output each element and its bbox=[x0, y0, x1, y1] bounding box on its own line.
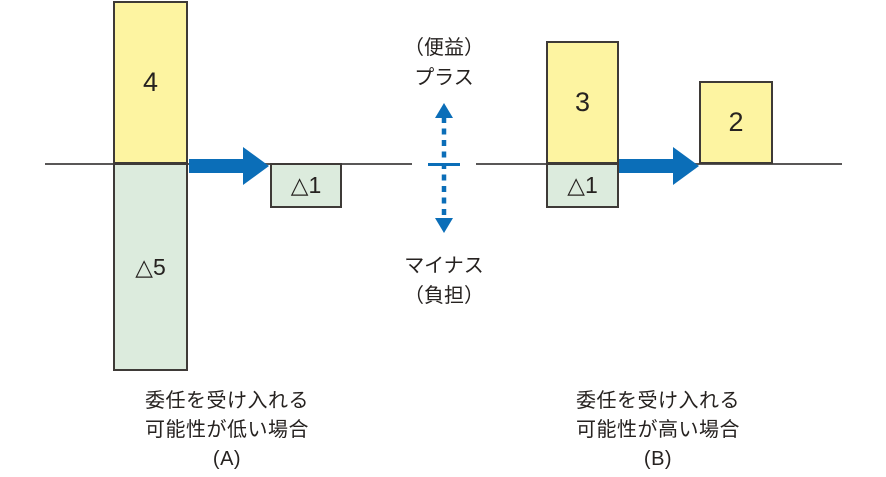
bar-b-before-burden: △1 bbox=[546, 163, 619, 208]
caption-a-line1: 委任を受け入れる bbox=[145, 390, 309, 412]
right-arrow-icon bbox=[189, 147, 269, 185]
right-arrow-icon bbox=[619, 147, 699, 185]
axis-label-benefit: （便益） bbox=[404, 37, 484, 59]
bar-a-before-burden: △5 bbox=[113, 163, 188, 371]
caption-scenario-a: 委任を受け入れる 可能性が低い場合 (A) bbox=[107, 387, 347, 474]
double-arrow-icon bbox=[435, 103, 453, 233]
caption-b-line3: (B) bbox=[643, 448, 673, 470]
bar-b-after-benefit-value: 2 bbox=[728, 107, 744, 137]
bar-b-after-benefit: 2 bbox=[699, 81, 773, 164]
bar-a-after-burden: △1 bbox=[270, 163, 342, 208]
bar-a-before-benefit: 4 bbox=[113, 1, 188, 164]
bar-a-after-burden-value: △1 bbox=[290, 172, 322, 198]
bar-b-before-burden-value: △1 bbox=[567, 172, 598, 198]
axis-label-burden: （負担） bbox=[404, 285, 484, 307]
caption-a-line2: 可能性が低い場合 bbox=[145, 419, 309, 441]
bar-b-before-benefit-value: 3 bbox=[574, 87, 591, 117]
caption-scenario-b: 委任を受け入れる 可能性が高い場合 (B) bbox=[538, 387, 778, 474]
axis-label-plus: プラス bbox=[414, 67, 474, 89]
axis-label-minus: マイナス bbox=[404, 255, 484, 277]
zero-axis-crossbar bbox=[428, 163, 460, 166]
caption-b-line1: 委任を受け入れる bbox=[576, 390, 740, 412]
bar-b-before-benefit: 3 bbox=[546, 41, 619, 164]
bar-a-before-burden-value: △5 bbox=[135, 253, 166, 280]
caption-b-line2: 可能性が高い場合 bbox=[576, 419, 740, 441]
caption-a-line3: (A) bbox=[212, 448, 242, 470]
bar-a-before-benefit-value: 4 bbox=[142, 67, 159, 97]
